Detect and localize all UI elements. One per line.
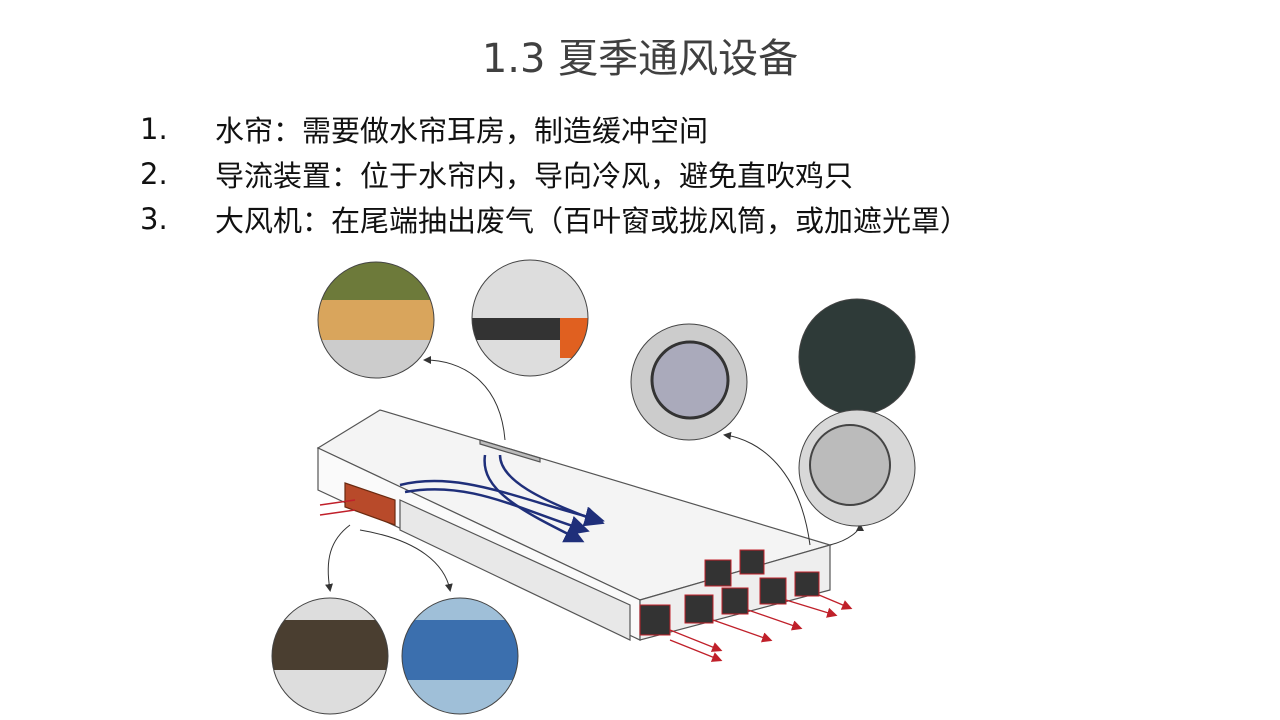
photo-cooling-pad-exterior [272, 598, 388, 714]
inlet-red-arrows [319, 499, 356, 516]
photo-air-deflector [472, 260, 588, 376]
list-item: 2. 导流装置：位于水帘内，导向冷风，避免直吹鸡只 [140, 151, 969, 196]
item-number: 2. [140, 156, 168, 191]
photo-exhaust-fan [799, 410, 915, 526]
bullet-list: 1. 水帘：需要做水帘耳房，制造缓冲空间 2. 导流装置：位于水帘内，导向冷风，… [140, 106, 969, 241]
poultry-house-ventilation-diagram [271, 259, 916, 715]
item-text: 大风机：在尾端抽出废气（百叶窗或拢风筒，或加遮光罩） [215, 203, 970, 238]
exhaust-red-arrows [669, 594, 853, 662]
photo-louver-shutter [799, 299, 915, 415]
item-number: 3. [140, 201, 168, 236]
slide-title: 1.3 夏季通风设备 [481, 36, 799, 82]
exhaust-fans [639, 549, 820, 636]
photo-fan-cone [631, 324, 747, 440]
list-item: 1. 水帘：需要做水帘耳房，制造缓冲空间 [140, 106, 969, 151]
photo-cooling-pad-interior [318, 262, 434, 378]
photo-cooling-pad-cover [402, 598, 518, 714]
item-text: 水帘：需要做水帘耳房，制造缓冲空间 [215, 113, 709, 148]
item-text: 导流装置：位于水帘内，导向冷风，避免直吹鸡只 [215, 158, 854, 193]
cool-airflow-arrows [399, 454, 605, 543]
list-item: 3. 大风机：在尾端抽出废气（百叶窗或拢风筒，或加遮光罩） [140, 196, 969, 241]
item-number: 1. [140, 111, 168, 146]
callout-arrows [325, 356, 864, 592]
